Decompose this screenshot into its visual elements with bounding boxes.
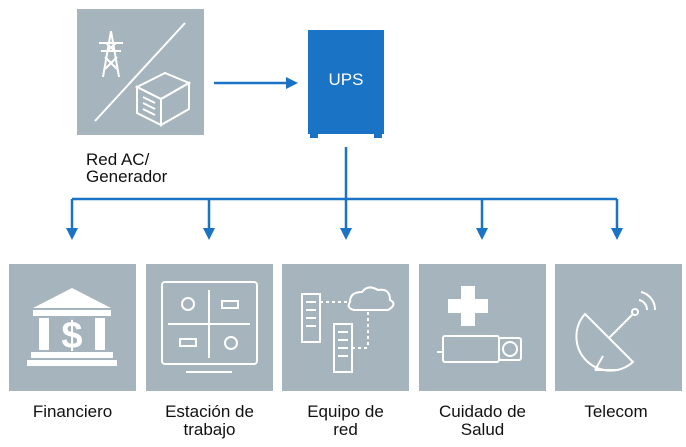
source-label-line1: Red AC/ — [86, 150, 150, 169]
label-equipo-line1: Equipo de — [307, 402, 384, 421]
label-equipo: Equipo de red — [273, 403, 418, 439]
label-estacion: Estación de trabajo — [137, 403, 282, 439]
workstation-monitor-icon — [161, 281, 258, 373]
arrow-to-telecom — [611, 228, 623, 240]
grid-generator-icon — [94, 22, 192, 127]
source-label: Red AC/ Generador — [86, 151, 216, 185]
ups-foot-right — [374, 133, 382, 138]
healthcare-icon — [437, 286, 522, 363]
financiero-box: $ — [9, 264, 136, 391]
network-equipment-icon — [301, 286, 395, 373]
label-telecom: Telecom — [546, 403, 686, 421]
arrow-to-cuidado — [476, 228, 488, 240]
label-cuidado: Cuidado de Salud — [410, 403, 555, 439]
telecom-box — [555, 264, 682, 391]
arrow-to-equipo — [340, 228, 352, 240]
label-cuidado-line1: Cuidado de — [439, 402, 526, 421]
arrow-to-financiero — [66, 228, 78, 240]
label-financiero-line1: Financiero — [32, 402, 113, 421]
ups-foot-left — [310, 133, 318, 138]
ups-label: UPS — [328, 70, 364, 89]
source-label-line2: Generador — [86, 167, 168, 186]
bank-dollar-icon: $ — [27, 288, 117, 366]
cuidado-box — [419, 264, 546, 391]
label-estacion-line1: Estación de — [165, 402, 254, 421]
power-tower-icon — [99, 30, 123, 78]
equipo-box — [282, 264, 409, 391]
label-cuidado-line2: Salud — [460, 420, 505, 439]
generator-icon — [134, 71, 192, 127]
satellite-dish-icon — [575, 291, 657, 372]
source-box — [77, 9, 204, 135]
label-equipo-line2: red — [333, 420, 358, 439]
arrow-to-estacion — [203, 228, 215, 240]
svg-text:$: $ — [61, 315, 82, 357]
label-financiero: Financiero — [0, 403, 145, 421]
estacion-box — [146, 264, 273, 391]
label-telecom-line1: Telecom — [584, 402, 648, 421]
label-estacion-line2: trabajo — [183, 420, 236, 439]
ups-box: UPS — [308, 30, 384, 138]
